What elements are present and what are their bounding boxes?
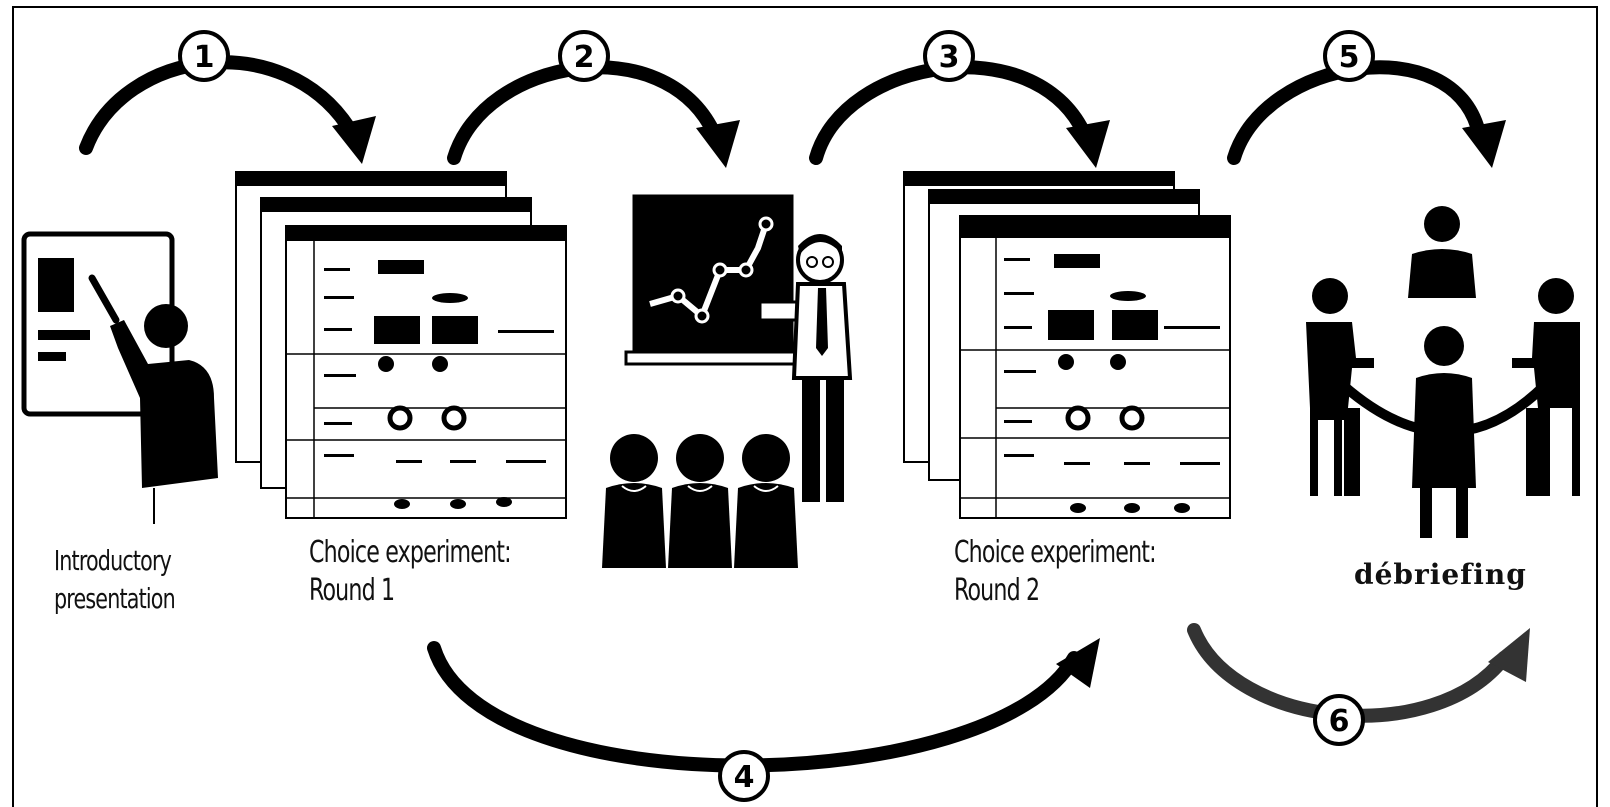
- arrow-step-6: 6: [1187, 623, 1530, 746]
- label-debriefing: débriefing: [1354, 558, 1527, 591]
- label-round1-line-2: Round 1: [309, 573, 395, 608]
- label-round2-line-2: Round 2: [954, 573, 1040, 608]
- choice-sheets-round-2: [903, 171, 1231, 519]
- step-number-4: 4: [734, 760, 755, 795]
- label-choice-experiment-round-1: Choice experiment: Round 1: [309, 534, 512, 610]
- label-intro-line-2: presentation: [54, 582, 176, 615]
- label-intro-line-1: Introductory: [54, 544, 172, 577]
- results-presentation-icon: [602, 194, 853, 568]
- step-number-1: 1: [194, 40, 215, 75]
- step-number-3: 3: [939, 40, 960, 75]
- label-choice-experiment-round-2: Choice experiment: Round 2: [954, 534, 1157, 610]
- arrow-step-1: 1: [79, 30, 376, 164]
- arrow-step-5: 5: [1227, 30, 1506, 168]
- label-round2-line-1: Choice experiment:: [954, 535, 1157, 570]
- arrow-step-2: 2: [447, 30, 740, 168]
- choice-card-round-2: [959, 215, 1231, 519]
- arrow-step-4: 4: [427, 638, 1100, 802]
- choice-card-round-1: [285, 225, 567, 519]
- step-number-6: 6: [1329, 704, 1350, 739]
- choice-sheets-round-1: [235, 171, 567, 519]
- label-round1-line-1: Choice experiment:: [309, 535, 512, 570]
- diagram-frame: 1 2 3 5 4 6: [12, 6, 1598, 807]
- presenter-board-icon: [21, 231, 218, 524]
- debriefing-group-icon: [1306, 206, 1580, 538]
- label-introductory-presentation: Introductory presentation: [54, 542, 176, 618]
- arrow-step-3: 3: [809, 30, 1110, 168]
- step-number-2: 2: [574, 40, 595, 75]
- step-number-5: 5: [1339, 40, 1360, 75]
- workflow-diagram: 1 2 3 5 4 6: [21, 30, 1580, 802]
